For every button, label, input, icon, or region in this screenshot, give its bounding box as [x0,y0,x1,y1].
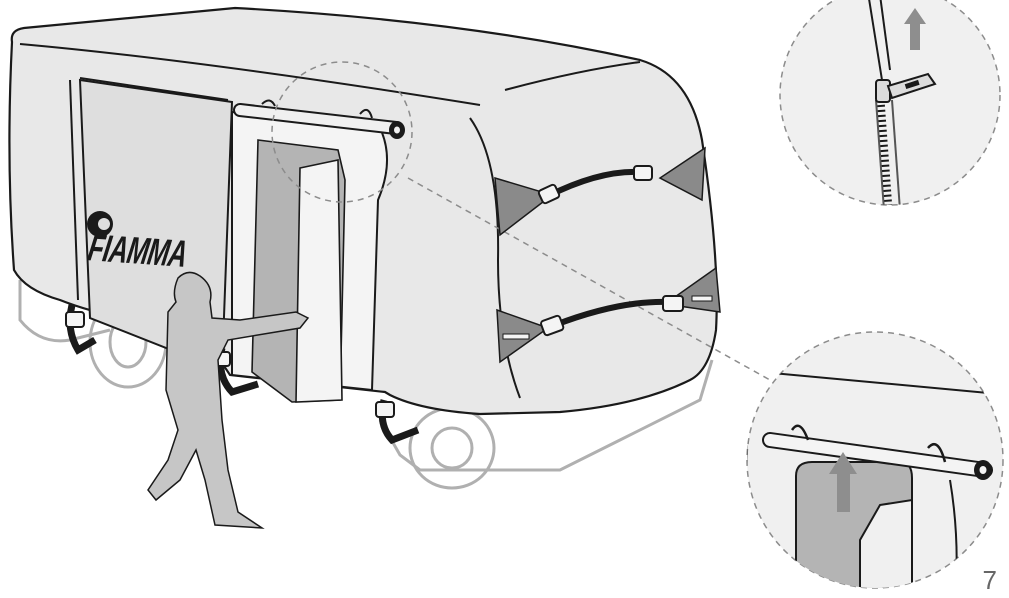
detail-circle-zipper [779,0,1001,206]
detail-pointer-roll-bar [407,177,771,381]
buckle-icon[interactable] [537,165,684,337]
zipper-teeth [875,99,893,205]
fiamma-logo: FIAMMA [85,211,190,276]
wheel-front [408,406,496,490]
page-number: 7 [982,565,997,595]
cover-contour-lines [19,43,641,399]
strap-label-tags [502,295,713,340]
zipper-pull-icon[interactable] [875,72,937,103]
roll-bar-icon[interactable] [233,99,405,139]
detail-circle-roll-bar [746,331,1004,589]
up-arrow-icon [904,8,926,50]
person-figure [147,271,310,529]
up-arrow-icon [829,452,857,512]
brand-logo-text: FIAMMA [85,227,190,275]
detail-marker-roll-bar [271,61,413,203]
door-flap-inner [295,159,343,403]
